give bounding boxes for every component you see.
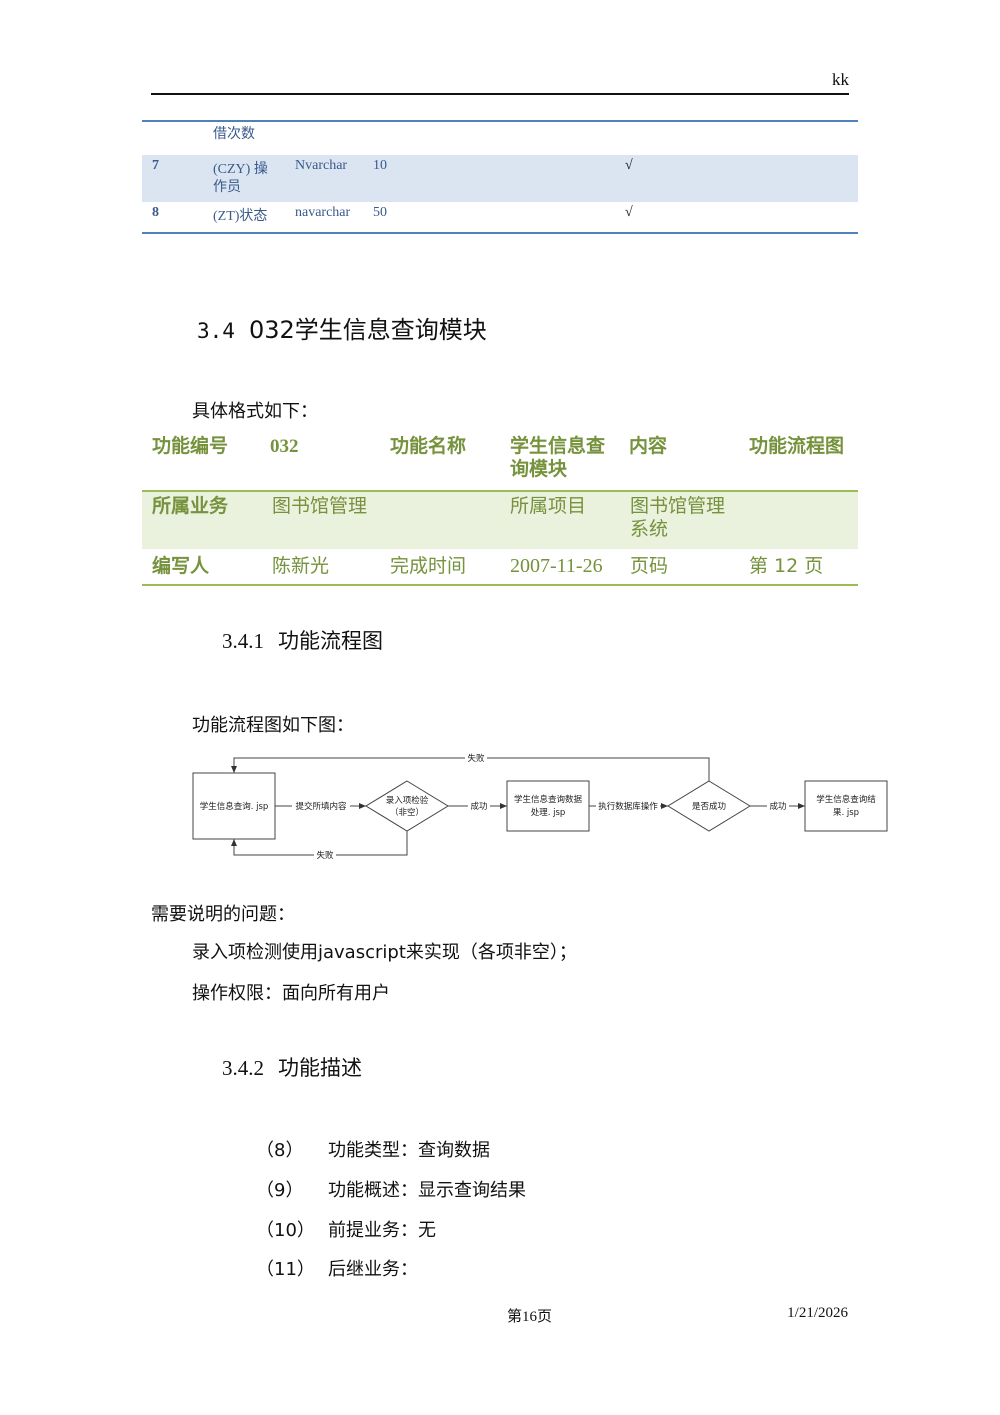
cell-value: 2007-11-26 [510,555,603,577]
flow-edge-label: 失败 [467,753,485,764]
field-name: 借次数 [213,127,255,142]
row-number: 8 [152,205,159,220]
flow-diamond-label: （非空） [390,807,424,818]
subsection-heading: 3.4.2 功能描述 [222,1052,362,1082]
field-name: (CZY) 操 [213,162,268,177]
cell-label: 页码 [630,555,669,577]
field-name: (ZT)状态 [213,209,268,224]
section-heading: 3.4 032学生信息查询模块 [197,310,487,345]
list-item: 前提业务：无 [328,1220,436,1241]
list-item: 后继业务： [328,1259,418,1280]
list-item: 功能类型：查询数据 [328,1140,490,1161]
table-row: 7 (CZY) 操 作员 Nvarchar 10 √ [142,155,858,202]
section-number: 3.4 [197,319,235,343]
flow-diamond [667,780,751,832]
field-type: navarchar [295,205,351,220]
notes-line: 录入项检测使用javascript来实现（各项非空）； [192,942,577,963]
list-number: （11） [256,1259,315,1280]
cell-value: 第 12 页 [749,555,824,577]
flow-edge-label: 成功 [470,801,487,812]
table-bottom-border [142,584,858,586]
flow-box [192,772,276,840]
flow-box-label: 处理. jsp [531,807,566,818]
footer-date: 1/21/2026 [787,1305,848,1321]
flow-diamond [365,780,449,832]
info-row: 所属业务 图书馆管理 所属项目 图书馆管理 系统 [142,492,858,549]
flow-edge-label: 执行数据库操作 [598,801,658,812]
cell-value: 图书馆管理 [630,495,726,517]
list-number: （9） [256,1180,304,1201]
flow-intro: 功能流程图如下图： [192,715,354,736]
flow-box-label: 学生信息查询. jsp [200,801,269,812]
field-name-cont: 作员 [213,180,241,195]
cell-value-cont: 系统 [630,518,669,540]
notes-line: 操作权限：面向所有用户 [192,983,390,1004]
list-item: 功能概述：显示查询结果 [328,1180,526,1201]
field-type: Nvarchar [295,158,348,173]
cell-value: 图书馆管理 [272,495,368,517]
cell-value: 032 [270,436,299,457]
flow-edge-label: 成功 [769,801,786,812]
table-row: 借次数 [142,122,858,155]
subsection-number: 3.4.1 [222,629,264,653]
check-mark: √ [625,205,633,220]
subsection-number: 3.4.2 [222,1056,264,1080]
cell-label: 编写人 [152,555,210,577]
info-table: 功能编号 032 功能名称 学生信息查 询模块 内容 功能流程图 所属业务 图书… [142,432,858,586]
flow-box [804,780,888,832]
subsection-heading: 3.4.1 功能流程图 [222,625,383,655]
cell-value: 功能流程图 [749,435,845,457]
table-divider [142,490,858,492]
notes-heading: 需要说明的问题： [151,904,295,925]
subsection-title: 功能流程图 [278,629,383,653]
cell-label: 功能编号 [152,435,229,457]
info-row: 编写人 陈新光 完成时间 2007-11-26 页码 第 12 页 [142,549,858,584]
table-row: 8 (ZT)状态 navarchar 50 √ [142,202,858,232]
header-divider [151,93,849,95]
cell-label: 所属业务 [152,495,229,517]
header-text: kk [832,70,849,89]
flow-box [506,780,590,832]
subsection-title: 功能描述 [278,1056,362,1080]
check-mark: √ [625,158,633,173]
flow-diamond-label: 是否成功 [692,801,726,812]
row-number: 7 [152,158,159,173]
flow-edge-label: 提交所填内容 [295,801,347,812]
cell-label: 内容 [629,435,668,457]
field-table: 借次数 7 (CZY) 操 作员 Nvarchar 10 √ 8 (ZT)状态 … [142,120,858,234]
cell-value-cont: 询模块 [510,458,568,480]
flow-box-label: 果. jsp [833,808,859,818]
cell-label: 所属项目 [510,495,587,517]
flow-box-label: 学生信息查询结 [816,794,876,805]
table-top-border [142,120,858,122]
cell-value: 学生信息查 [510,435,606,457]
field-length: 10 [373,158,387,173]
intro-text: 具体格式如下： [192,401,318,422]
flow-box-label: 学生信息查询数据 [514,794,583,805]
flow-diamond-label: 录入项检验 [386,795,429,806]
table-bottom-border [142,232,858,234]
list-number: （10） [256,1220,315,1241]
flow-edge-label: 失败 [316,850,334,861]
cell-label: 完成时间 [390,555,467,577]
list-number: （8） [256,1140,304,1161]
field-length: 50 [373,205,387,220]
section-title: 032学生信息查询模块 [248,316,487,344]
cell-value: 陈新光 [272,555,330,577]
cell-label: 功能名称 [390,435,467,457]
page-number: 第16页 [507,1309,553,1325]
info-row: 功能编号 032 功能名称 学生信息查 询模块 内容 功能流程图 [142,432,858,490]
